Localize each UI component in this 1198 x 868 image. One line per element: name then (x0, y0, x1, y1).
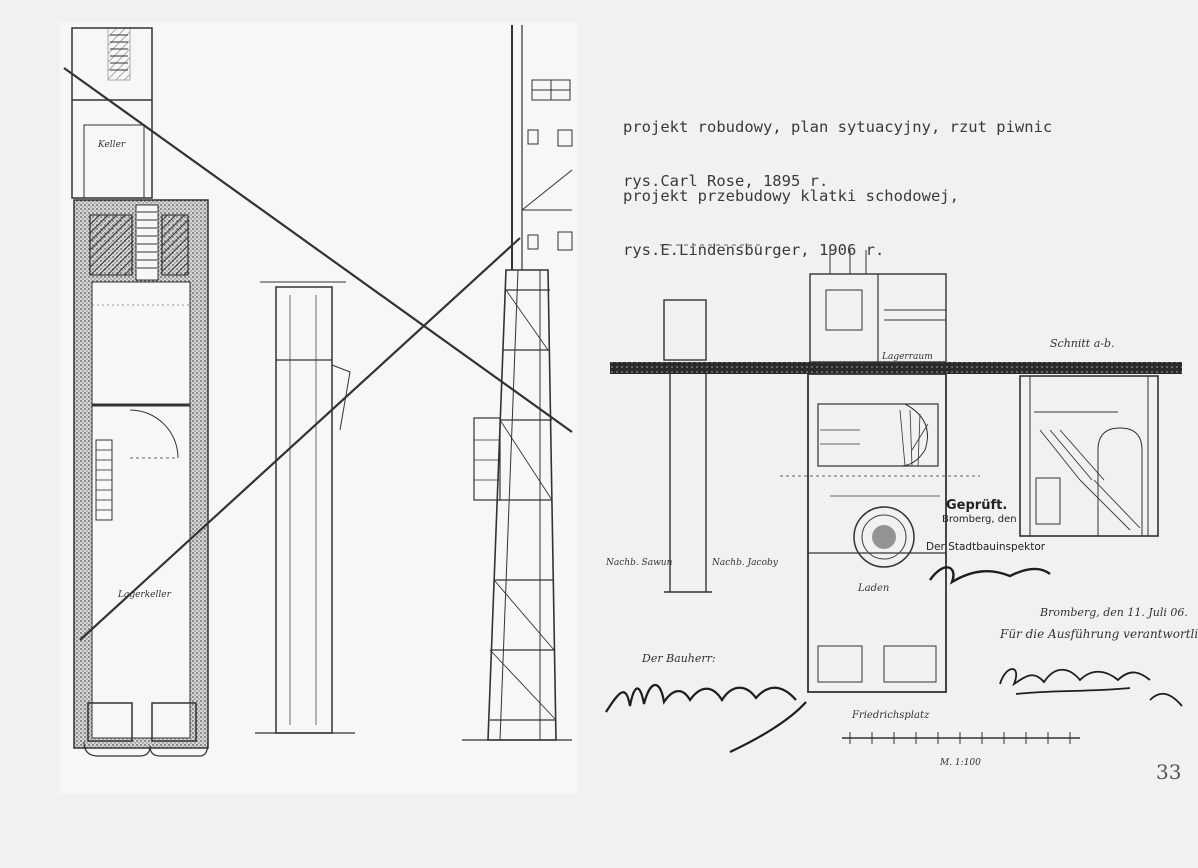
caption-block-2: projekt przebudowy klatki schodowej, rys… (623, 151, 959, 295)
staircase-plan (780, 250, 980, 693)
inspector-signature (929, 566, 1051, 585)
scale-bar (842, 732, 1080, 744)
stamp-seal (853, 506, 915, 568)
caption-line-1: projekt robudowy, plan sytuacyjny, rzut … (623, 118, 1053, 136)
date-line: Bromberg, den 11. Juli 06. (1040, 606, 1188, 619)
responsibility-line: Für die Ausführung verantwortlich: (1000, 627, 1198, 641)
schnitt-label: Schnitt a-b. (1050, 337, 1115, 350)
caption-line-4: rys.E.Lindensburger, 1906 r. (623, 241, 885, 259)
caption-line-2: rys.Carl Rose, 1895 r. (623, 172, 829, 190)
architect-signature (999, 668, 1183, 707)
caption-line-3: projekt przebudowy klatki schodowej, (623, 187, 959, 205)
friedrichsplatz-label: Friedrichsplatz (852, 710, 930, 721)
scale-label: M. 1:100 (940, 758, 981, 768)
bauherr-signature (605, 683, 807, 753)
laden-label: Laden (858, 583, 890, 594)
ground-line (610, 362, 1182, 374)
neighbour-walls (660, 244, 760, 593)
keller-label: Keller (98, 140, 126, 150)
caption-block-1: projekt robudowy, plan sytuacyjny, rzut … (623, 82, 1052, 226)
middle-section-plan (255, 281, 355, 734)
facade-elevation (462, 25, 573, 741)
stamp-office: Der Stadtbauinspektor (926, 541, 1046, 553)
nachbar-right-label: Nachb. Jacoby (712, 558, 778, 568)
stamp-place: Bromberg, den (942, 514, 1017, 525)
cellar-plan (71, 27, 209, 757)
nachbar-left-label: Nachb. Sawun (606, 558, 673, 568)
lagerkeller-label: Lagerkeller (118, 590, 171, 600)
bauherr-label: Der Bauherr: (642, 652, 716, 665)
lagerraum-label: Lagerraum (882, 352, 933, 362)
page-number: 33 (1156, 760, 1182, 784)
stamp-title: Geprüft. (946, 498, 1008, 513)
section-a-b (1019, 375, 1159, 537)
diagonal-lines (63, 67, 573, 641)
